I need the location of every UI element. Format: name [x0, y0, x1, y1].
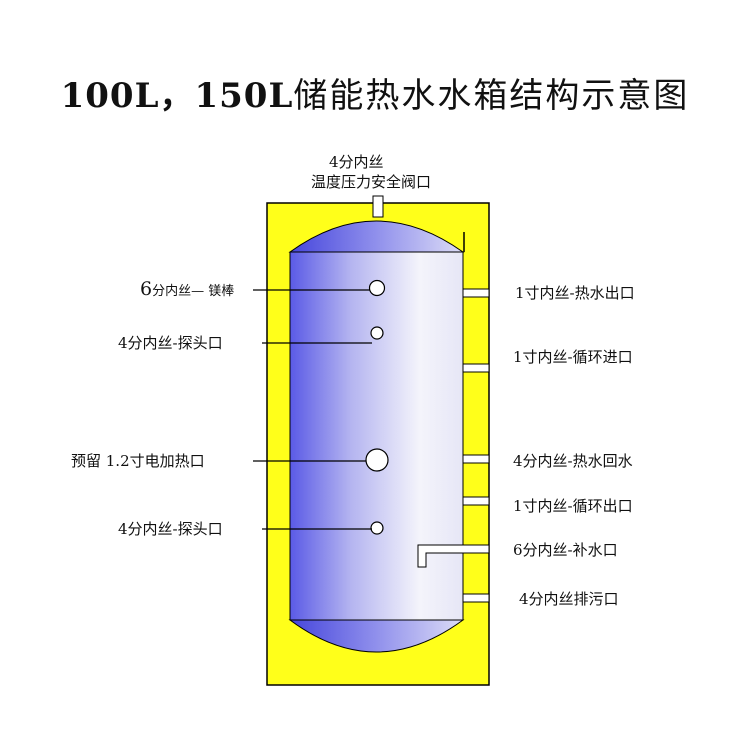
port-drain	[462, 593, 490, 603]
label-magnesium-rod-prefix: 6	[140, 278, 153, 300]
label-makeup-water: 6分内丝-补水口	[513, 541, 618, 559]
label-electric-heater: 预留 1.2寸电加热口	[71, 452, 205, 470]
port-circulation-inlet	[462, 363, 490, 373]
tank-body	[289, 251, 464, 621]
port-circulation-outlet	[462, 496, 490, 506]
port-hot-water-outlet	[462, 288, 490, 298]
hole-probe-upper	[370, 326, 384, 340]
label-magnesium-rod-text: 分内丝— 镁棒	[152, 284, 235, 299]
label-hot-water-outlet: 1寸内丝-热水出口	[515, 284, 635, 302]
label-safety-valve: 温度压力安全阀口	[311, 173, 432, 191]
page-title: 100L，150L储能热水水箱结构示意图	[0, 68, 750, 117]
hole-electric-heater	[365, 448, 389, 472]
hole-magnesium-rod	[368, 279, 386, 297]
label-circulation-inlet: 1寸内丝-循环进口	[513, 348, 633, 366]
label-circulation-outlet: 1寸内丝-循环出口	[513, 497, 633, 515]
label-drain: 4分内丝排污口	[519, 590, 619, 608]
title-capacity: 100L，150L	[60, 76, 294, 116]
hole-probe-lower	[370, 521, 384, 535]
makeup-water-pipe	[417, 544, 490, 568]
label-hot-water-return: 4分内丝-热水回水	[513, 452, 633, 470]
port-hot-water-return	[462, 454, 490, 464]
label-safety-valve-size: 4分内丝	[329, 153, 384, 171]
label-probe-lower: 4分内丝-探头口	[118, 520, 223, 538]
tank-bottom-dome	[288, 619, 465, 653]
title-text: 储能热水水箱结构示意图	[293, 76, 690, 116]
safety-valve-pipe	[372, 195, 384, 218]
tank-top-dome	[288, 220, 465, 253]
label-probe-upper: 4分内丝-探头口	[118, 334, 223, 352]
label-magnesium-rod: 6分内丝— 镁棒	[140, 280, 234, 301]
